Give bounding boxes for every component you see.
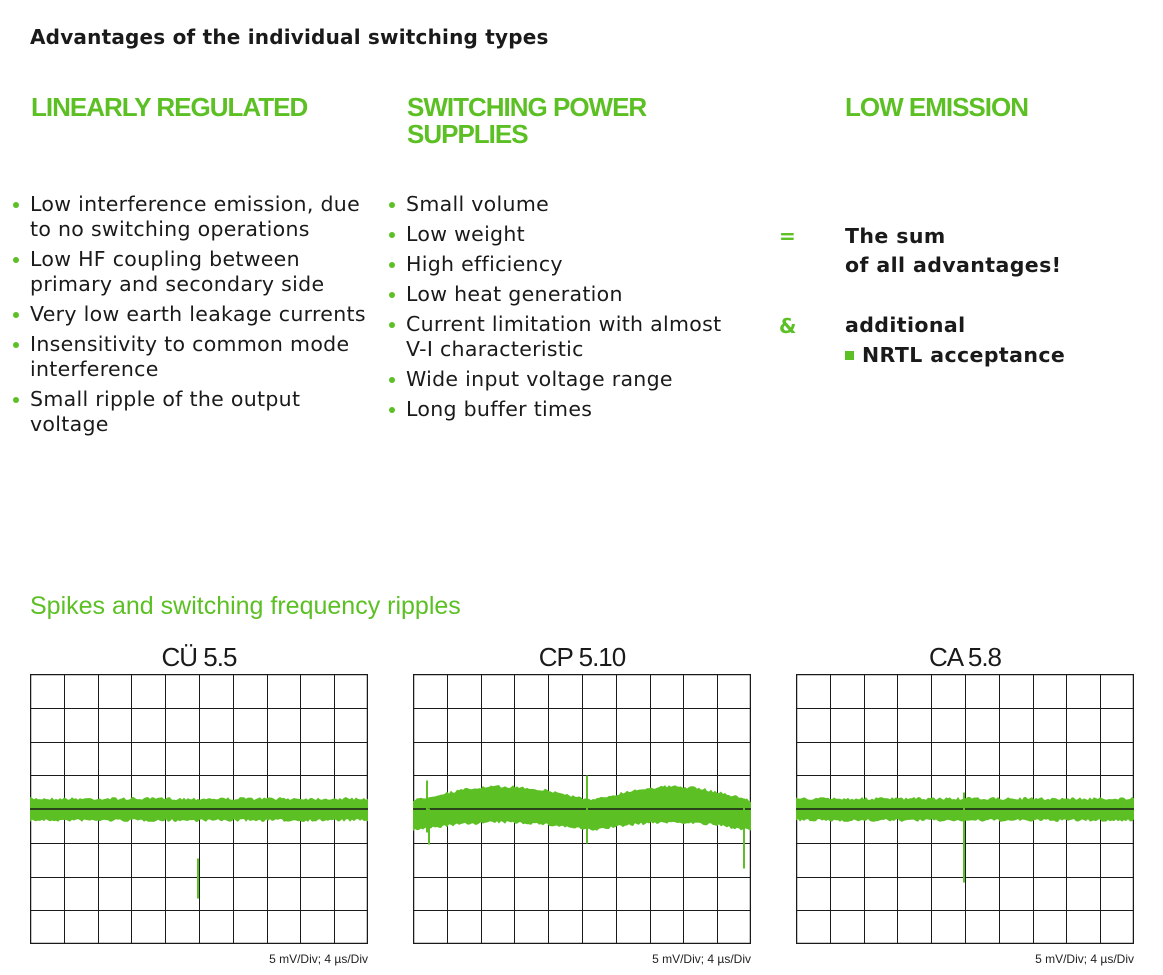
list-item: Very low earth leakage currents [12, 302, 372, 327]
list-item: Low interference emission, due to no swi… [12, 192, 372, 242]
nrtl-item: NRTL acceptance [845, 341, 1065, 370]
list-item: High efficiency [388, 252, 748, 277]
heading-switching-power-supplies: SWITCHING POWER SUPPLIES [407, 92, 647, 149]
section-title: Spikes and switching frequency ripples [30, 592, 461, 620]
list-item: Long buffer times [388, 397, 748, 422]
oscilloscope-cp510 [413, 674, 751, 944]
list-linear-advantages: Low interference emission, due to no swi… [12, 192, 372, 437]
list-item: Wide input voltage range [388, 367, 748, 392]
scope-scale-cu55: 5 mV/Div; 4 µs/Div [269, 952, 368, 966]
scope-label-ca58: CA 5.8 [928, 642, 1002, 672]
signal-trace [413, 785, 751, 832]
page-title: Advantages of the individual switching t… [30, 25, 549, 49]
list-item: Insensitivity to common mode interferenc… [12, 332, 372, 382]
list-item: Low weight [388, 222, 748, 247]
square-bullet-icon [845, 351, 854, 360]
heading-low-emission: LOW EMISSION [845, 92, 1029, 122]
list-switching-advantages: Small volume Low weight High efficiency … [388, 192, 748, 422]
list-item: Small ripple of the output voltage [12, 387, 372, 437]
scope-label-cu55: CÜ 5.5 [161, 642, 238, 672]
sum-line-2: of all advantages! [845, 253, 1062, 277]
list-item: Current limitation with almost V-I chara… [388, 312, 748, 362]
list-item: Small volume [388, 192, 748, 217]
equals-symbol: = [779, 224, 796, 248]
list-item: Low heat generation [388, 282, 748, 307]
and-symbol: & [779, 314, 797, 338]
list-item: Low HF coupling between primary and seco… [12, 247, 372, 297]
scope-scale-cp510: 5 mV/Div; 4 µs/Div [652, 952, 751, 966]
heading-linearly-regulated: LINEARLY REGULATED [31, 92, 308, 122]
scope-scale-ca58: 5 mV/Div; 4 µs/Div [1035, 952, 1134, 966]
sum-line-1: The sum [845, 224, 946, 248]
scope-label-cp510: CP 5.10 [538, 642, 626, 672]
oscilloscope-ca58 [796, 674, 1134, 944]
nrtl-label: NRTL acceptance [862, 343, 1066, 367]
additional-label: additional [845, 313, 966, 337]
oscilloscope-cu55 [30, 674, 368, 944]
